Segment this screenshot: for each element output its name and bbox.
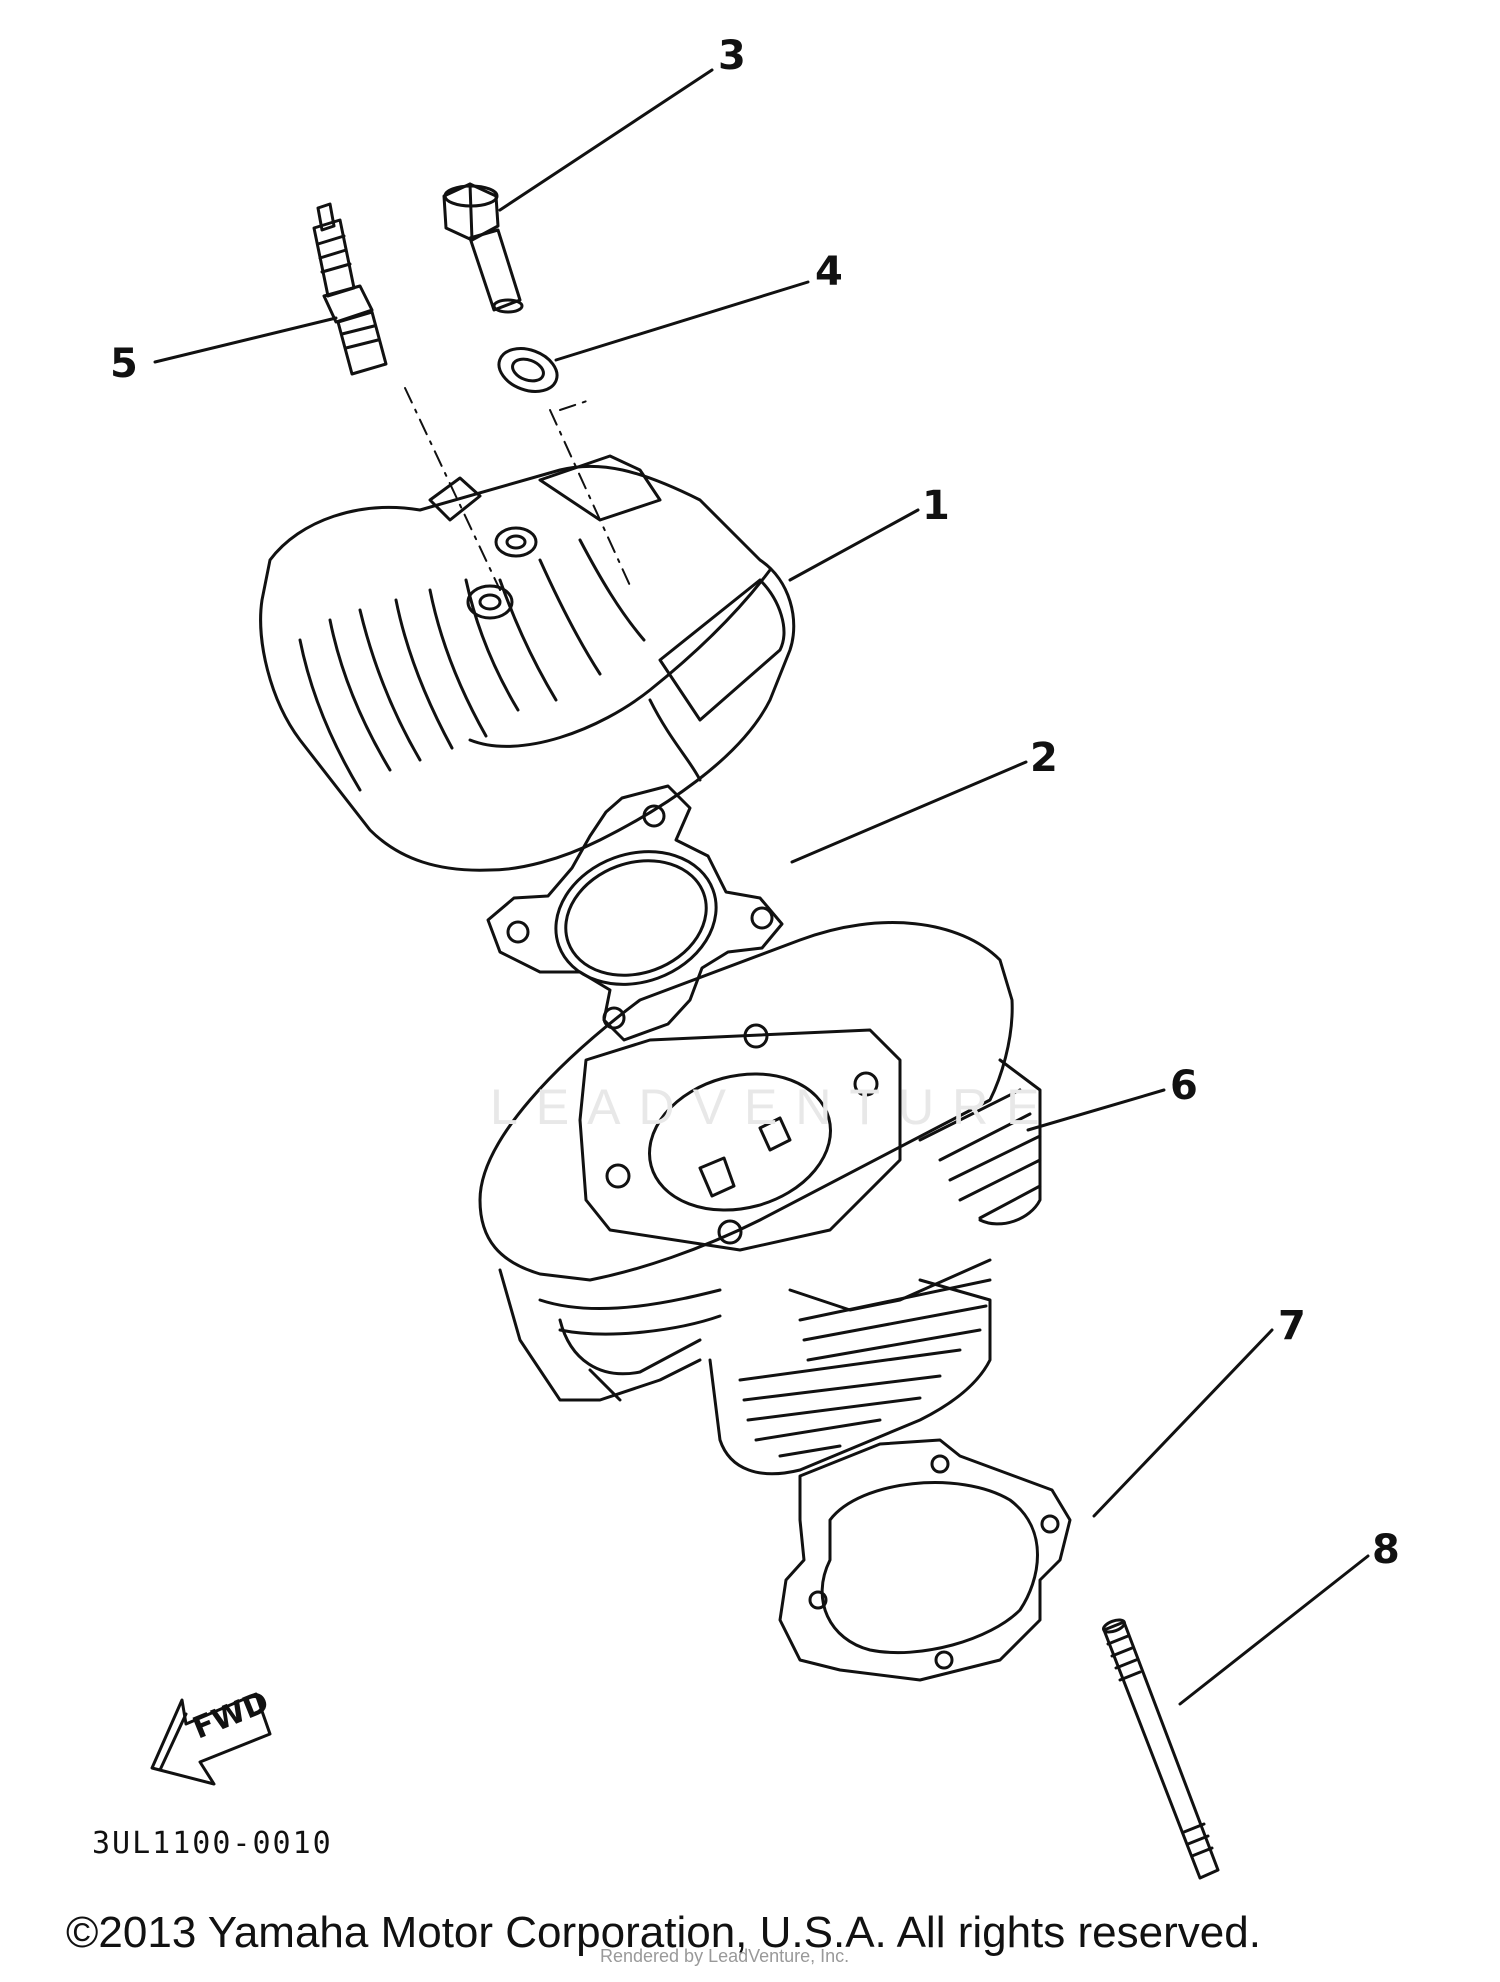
diagram-code: 3UL1100-0010 (92, 1826, 333, 1861)
head-gasket-part-2 (486, 784, 784, 1042)
washer-part-4 (497, 347, 559, 393)
copyright-notice: ©2013 Yamaha Motor Corporation, U.S.A. A… (66, 1908, 1261, 1957)
stud-bolt-part-8 (1102, 1618, 1220, 1880)
watermark: LEADVENTURE (490, 1079, 1058, 1135)
alignment-lines (404, 387, 633, 591)
bolt-part-3 (442, 182, 524, 314)
callout-5: 5 (110, 341, 138, 387)
callout-3: 3 (718, 33, 746, 79)
leader-lines (153, 68, 1370, 1706)
callout-8: 8 (1372, 1527, 1400, 1573)
fwd-arrow-icon (150, 1692, 272, 1786)
callout-7: 7 (1278, 1303, 1306, 1349)
spark-plug-part-5 (312, 202, 388, 376)
base-gasket-part-7 (778, 1438, 1072, 1682)
callout-4: 4 (815, 249, 843, 295)
cylinder-part-6 (478, 921, 1042, 1476)
callout-2: 2 (1030, 735, 1058, 781)
rendered-by-note: Rendered by LeadVenture, Inc. (600, 1946, 850, 1966)
callout-1: 1 (922, 483, 950, 529)
callout-6: 6 (1170, 1063, 1198, 1109)
cylinder-head-part-1 (259, 454, 796, 872)
